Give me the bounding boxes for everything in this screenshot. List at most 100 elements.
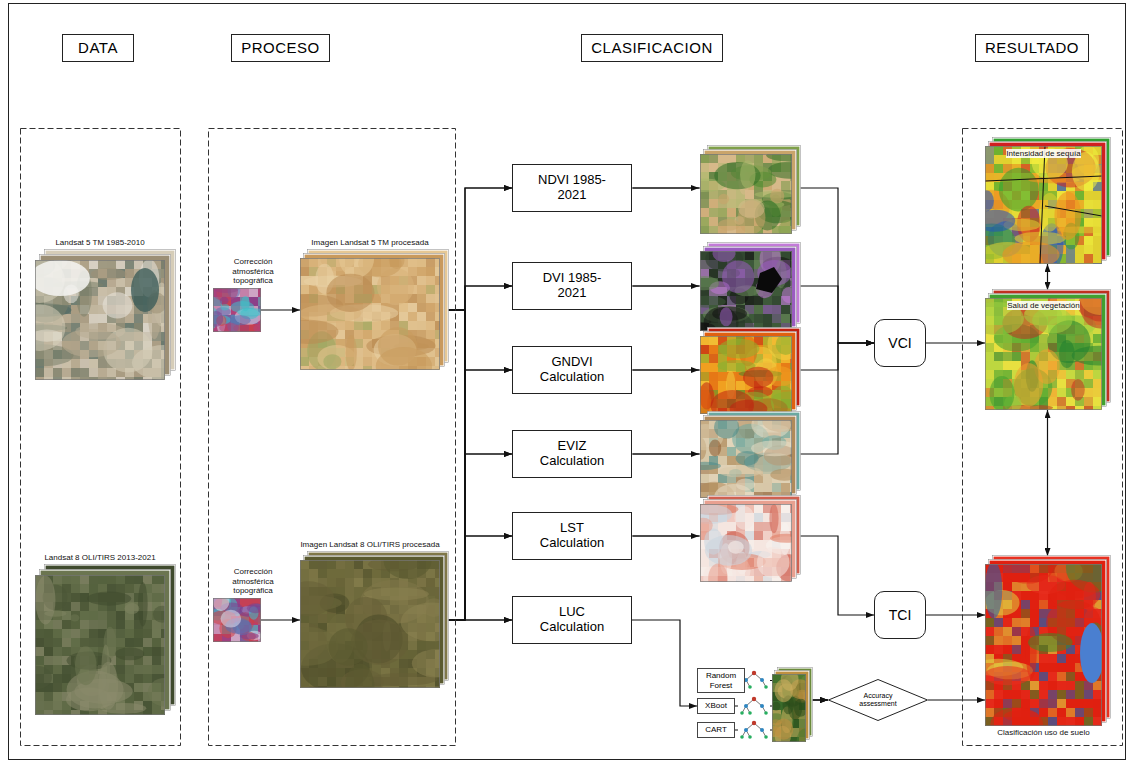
illustration-rect [36,576,165,715]
illustration-rect [1075,681,1084,690]
illustration-rect [1093,388,1102,397]
illustration-rect [426,276,435,285]
illustration-rect [1057,663,1066,672]
illustration-rect [143,638,152,647]
illustration-ellipse [300,581,334,616]
outer-frame [9,4,1126,760]
connector-arrow [448,286,512,620]
illustration-ellipse [1032,307,1072,333]
illustration-rect [1021,609,1030,618]
illustration-rect [89,359,98,368]
illustration-rect [71,629,80,638]
illustration-rect [345,321,354,330]
illustration-rect [417,303,426,312]
illustration-rect [336,578,345,587]
illustration-rect [44,692,53,701]
illustration-rect [98,287,107,296]
illustration-rect [1093,218,1102,227]
illustration-ellipse [985,190,994,211]
illustration-rect [1039,681,1048,690]
illustration-rect [318,614,327,623]
illustration-rect [1057,708,1066,717]
illustration-ellipse [153,606,165,623]
illustration-ellipse [778,220,792,234]
illustration-rect [213,634,222,642]
illustration-rect [62,629,71,638]
illustration-rect [71,359,80,368]
connector-arrow [1047,264,1048,290]
illustration-rect [426,330,435,339]
illustration-rect [152,629,161,638]
illustration-rect [152,665,161,674]
illustration-rect [985,618,994,627]
illustration-rect [125,638,134,647]
illustration-rect [1075,708,1084,717]
connector-arrow [448,188,512,310]
illustration-rect [143,575,152,584]
satellite-image [213,598,261,642]
image-stack [967,137,1115,272]
illustration-ellipse [35,666,52,690]
illustration-rect [35,368,44,377]
illustration-rect [1039,690,1048,699]
illustration-ellipse [1080,298,1102,329]
connector-arrow [448,286,512,310]
illustration-rect [240,288,249,297]
illustration-rect [1021,591,1030,600]
illustration-ellipse [91,268,127,280]
illustration-ellipse [70,614,79,621]
illustration-rect [363,569,372,578]
illustration-ellipse [1080,298,1102,315]
connector-arrow [448,310,512,370]
illustration-ellipse [384,560,432,579]
connector-arrow [448,188,512,620]
illustration-rect [700,199,709,208]
illustration-rect [1039,672,1048,681]
illustration-ellipse [323,354,341,369]
illustration-rect [134,683,143,692]
illustration-rect [1003,627,1012,636]
illustration-rect [426,578,435,587]
illustration-ellipse [1072,346,1102,366]
illustration-rect [35,638,44,647]
illustration-rect [1084,245,1093,254]
illustration-ellipse [220,304,229,310]
illustration-rect [44,701,53,710]
illustration-rect [408,312,417,321]
illustration-rect [98,368,107,377]
illustration-rect [1039,654,1048,663]
illustration-rect [426,258,435,267]
illustration-rect [985,708,994,717]
illustration-rect [98,584,107,593]
illustration-rect [62,638,71,647]
illustration-rect [426,285,435,294]
illustration-rect [1084,699,1093,708]
illustration-ellipse [75,646,97,685]
illustration-rect [1021,690,1030,699]
illustration-ellipse [1071,379,1085,401]
illustration-rect [62,620,71,629]
illustration-rect [1048,397,1057,406]
illustration-rect [44,638,53,647]
illustration-ellipse [125,603,140,614]
illustration-rect [745,251,754,260]
dashed-panel [21,129,181,746]
illustration-rect [1066,654,1075,663]
illustration-rect [1066,699,1075,708]
illustration-rect [80,359,89,368]
illustration-rect [53,638,62,647]
illustration-rect [143,656,152,665]
illustration-ellipse [237,308,261,317]
illustration-rect [53,674,62,683]
illustration-rect [318,569,327,578]
satellite-image [700,251,792,331]
illustration-g [261,188,1048,730]
illustration-rect [701,155,792,234]
illustration-rect [249,288,258,297]
illustration-rect [1021,699,1030,708]
illustration-rect [300,560,309,569]
illustration-rect [1084,379,1093,388]
illustration-rect [89,575,98,584]
illustration-rect [1066,254,1075,263]
connector-arrow [448,310,512,620]
